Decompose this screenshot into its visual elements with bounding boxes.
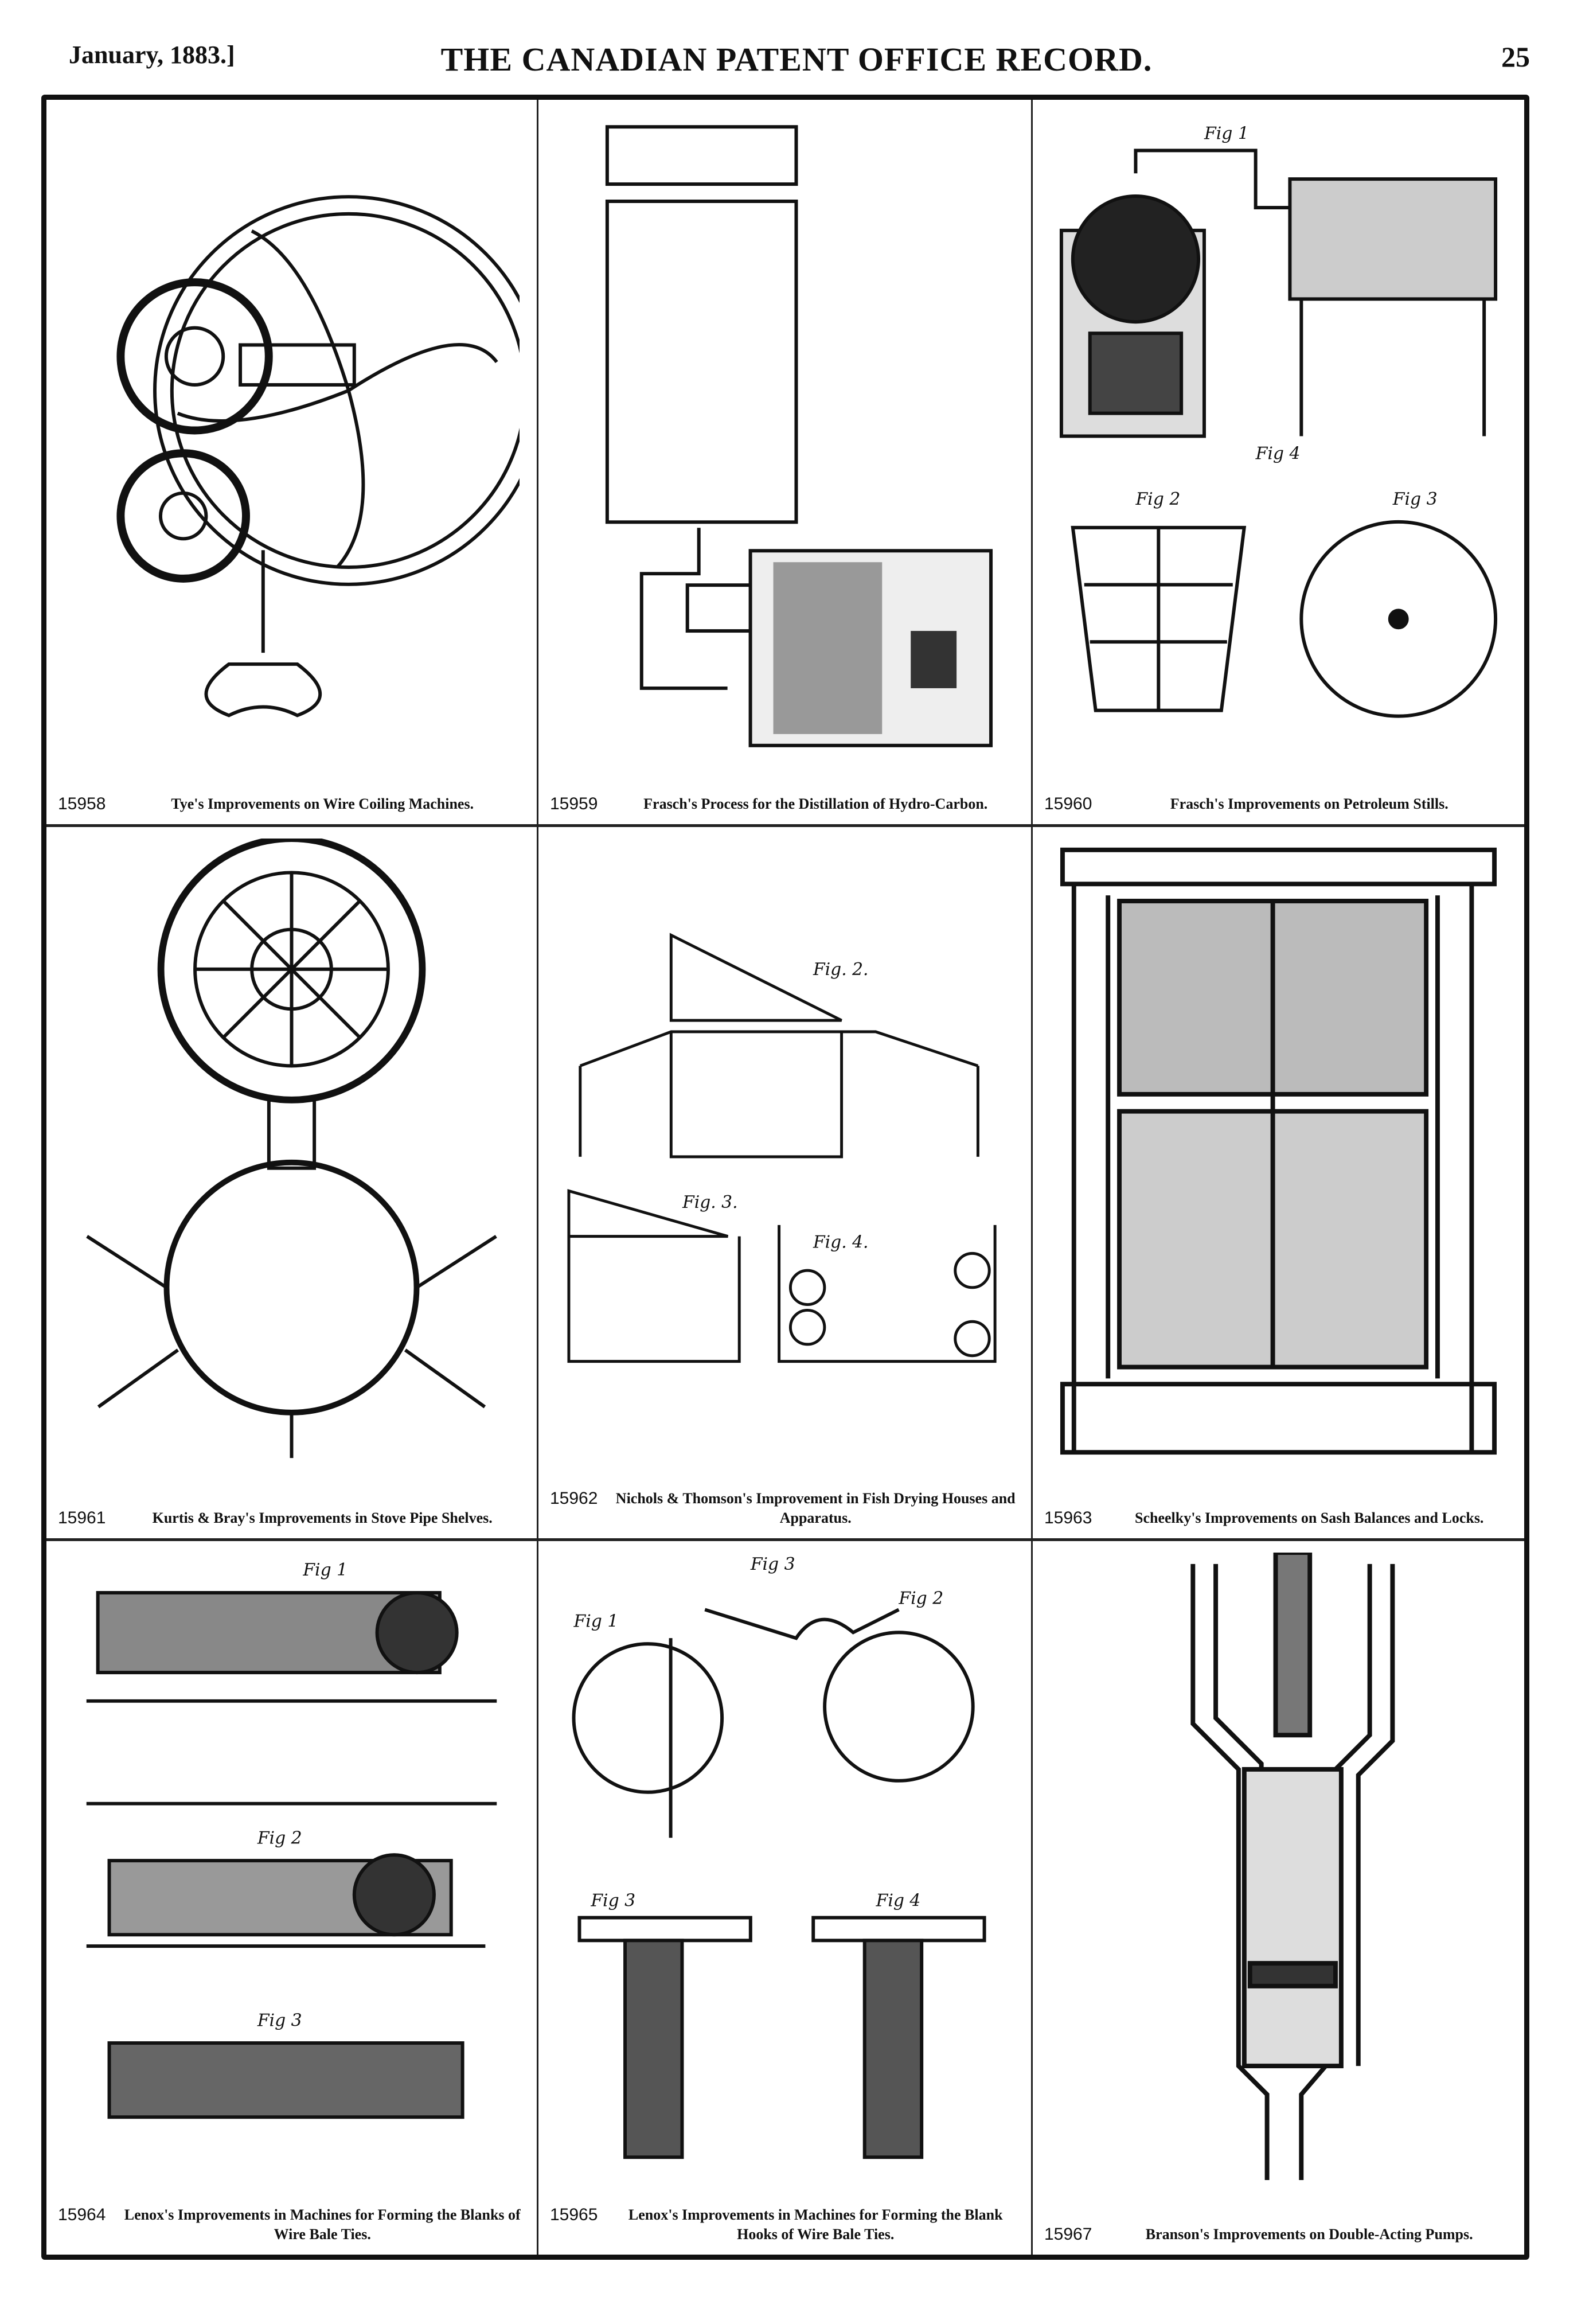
patent-cell-15961: 15961 Kurtis & Bray's Improvements in Sto… [46,827,538,1541]
patent-cell-15962: Fig. 2. Fig. 3. Fig. 4. 15962 Nichols & T… [538,827,1033,1541]
patent-number: 15962 [550,1489,598,1508]
patent-cell-15964: Fig 1 Fig 2 Fig 3 15964 Lenox's Improveme… [46,1541,538,2255]
figure-label: Fig 2 [1135,489,1180,509]
double-acting-pump-drawing [1190,1553,1395,2180]
figure-label: Fig 1 [573,1611,619,1631]
patent-cell-15958: 15958 Tye's Improvements on Wire Coiling … [46,100,538,827]
bale-tie-hook-machine-drawing: Fig 3 Fig 1 Fig 2 Fig 3 Fig 4 [572,1554,986,2159]
figure-label: Fig 3 [257,2010,302,2030]
figure-label: Fig 2 [257,1828,302,1848]
patent-number: 15967 [1044,2225,1092,2244]
patent-cell-15965: Fig 3 Fig 1 Fig 2 Fig 3 Fig 4 15965 Lenox… [538,1541,1033,2255]
patent-number: 15958 [58,794,106,813]
patent-number: 15965 [550,2205,598,2224]
page-number: 25 [1501,41,1530,73]
figure-label: Fig. 2. [813,960,868,980]
patent-title: Lenox's Improvements in Machines for For… [628,2206,1003,2243]
figure-label: Fig. 3. [682,1192,737,1212]
petroleum-still-drawing: Fig 1 Fig 2 Fig 3 Fig 4 [1059,123,1498,718]
figure-label: Fig 1 [302,1560,348,1580]
distillation-apparatus-drawing [605,125,993,747]
figure-label: Fig 4 [1255,443,1301,463]
patent-title: Frasch's Process for the Distillation of… [643,796,988,812]
patent-title: Frasch's Improvements on Petroleum Still… [1170,796,1448,812]
header-date: January, 1883.] [69,41,235,69]
wire-coiling-machine-drawing [116,195,520,718]
stove-pipe-shelf-drawing [86,839,497,1459]
figure-label: Fig 4 [876,1891,921,1911]
patent-number: 15959 [550,794,598,813]
figure-label: Fig 3 [1392,489,1438,509]
patent-title: Lenox's Improvements in Machines for For… [124,2206,521,2243]
figure-label: Fig. 4. [813,1232,868,1252]
patent-title: Scheelky's Improvements on Sash Balances… [1134,1510,1484,1526]
patent-title: Kurtis & Bray's Improvements in Stove Pi… [152,1510,493,1526]
fish-drying-house-drawing: Fig. 2. Fig. 3. Fig. 4. [567,933,997,1363]
figure-label: Fig 1 [1204,123,1249,143]
bale-tie-blank-machine-drawing: Fig 1 Fig 2 Fig 3 [86,1560,497,2119]
patent-title: Tye's Improvements on Wire Coiling Machi… [171,796,474,812]
plate-frame: 15958 Tye's Improvements on Wire Coiling … [41,95,1529,2260]
patent-number: 15963 [1044,1508,1092,1527]
patent-cell-15963: 15963 Scheelky's Improvements on Sash Bal… [1033,827,1524,1541]
patent-title: Nichols & Thomson's Improvement in Fish … [615,1490,1016,1526]
figure-label: Fig 3 [590,1891,635,1911]
patent-number: 15960 [1044,794,1092,813]
patent-cell-15960: Fig 1 Fig 2 Fig 3 Fig 4 15960 Frasch's Im… [1033,100,1524,827]
figure-label: Fig 3 [750,1554,795,1574]
figure-label: Fig 2 [898,1589,943,1609]
patent-number: 15964 [58,2205,106,2224]
patent-cell-15959: 15959 Frasch's Process for the Distillati… [538,100,1033,827]
sash-balance-drawing [1060,847,1497,1455]
patent-cell-15967: 15967 Branson's Improvements on Double-Ac… [1033,1541,1524,2255]
patent-title: Branson's Improvements on Double-Acting … [1145,2226,1473,2243]
patent-number: 15961 [58,1508,106,1527]
page-title: THE CANADIAN PATENT OFFICE RECORD. [440,41,1153,78]
